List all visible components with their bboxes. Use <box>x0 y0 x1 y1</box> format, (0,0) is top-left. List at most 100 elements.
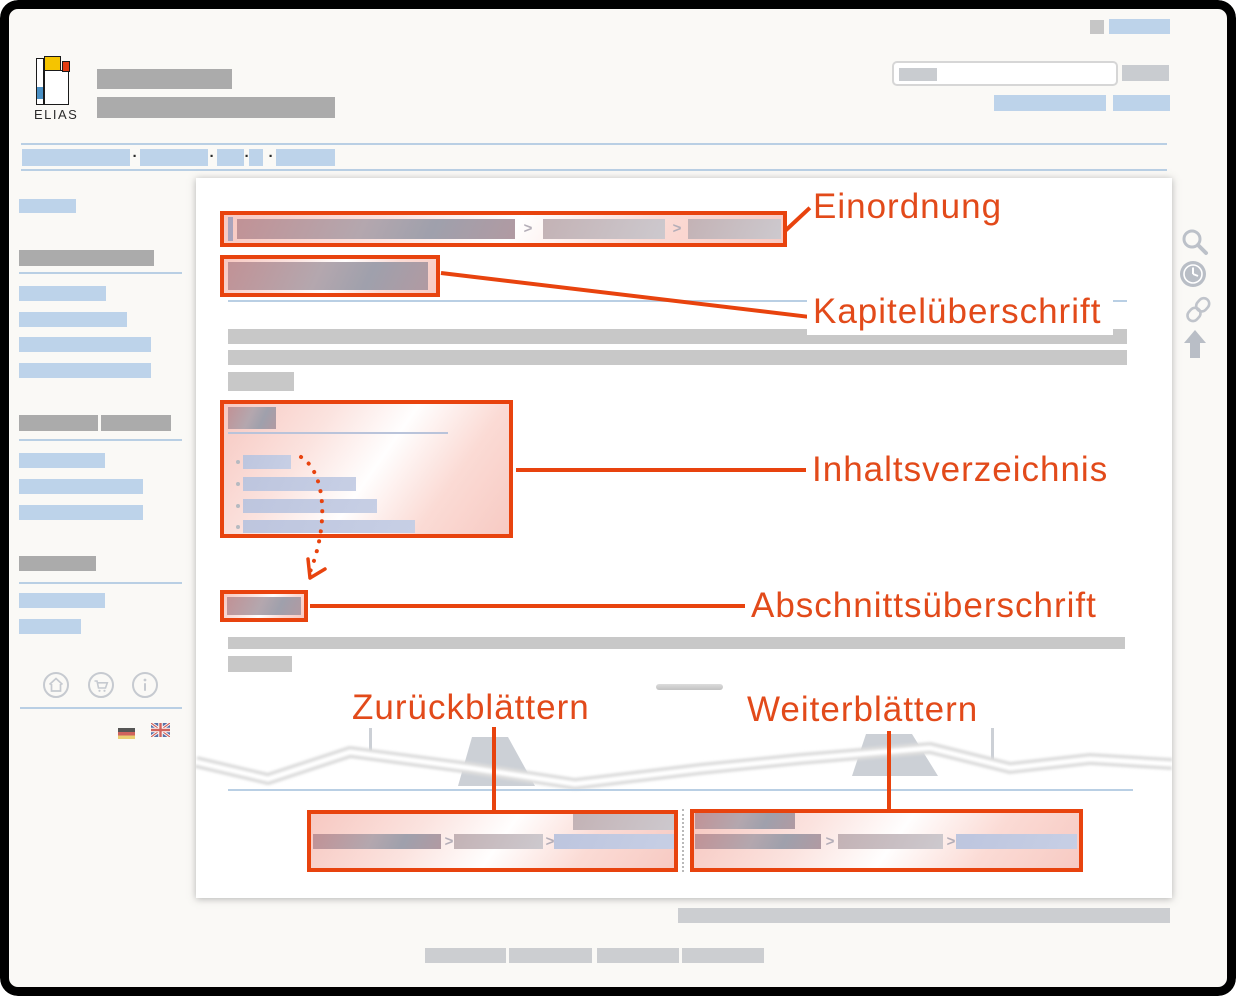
nav-item-placeholder-1[interactable] <box>22 149 130 166</box>
nav-item-placeholder-3[interactable] <box>217 149 244 166</box>
nav-bottom-rule <box>21 169 1167 171</box>
site-subtitle-placeholder <box>97 97 335 118</box>
section-heading-placeholder <box>227 597 301 615</box>
nav-item-placeholder-4[interactable] <box>249 149 263 166</box>
pager-back-item-placeholder-1[interactable] <box>313 834 441 849</box>
footer-link-placeholder-4[interactable] <box>682 948 764 963</box>
sidebar-footer-rule <box>20 707 182 709</box>
toc-bullet <box>236 525 240 529</box>
section-heading-box <box>220 590 308 622</box>
footer-link-placeholder-1[interactable] <box>425 948 506 963</box>
pager-back-item-placeholder-3[interactable] <box>554 834 674 849</box>
footer-bar-placeholder <box>678 908 1170 923</box>
toc-heading-placeholder <box>228 407 276 429</box>
nav-separator-dot: · <box>209 148 215 165</box>
sidebar-section3-heading-placeholder <box>19 556 96 571</box>
sidebar-link-placeholder[interactable] <box>19 593 105 608</box>
breadcrumb-item-placeholder-3[interactable] <box>688 219 781 239</box>
pager-forward-item-placeholder-3[interactable] <box>956 834 1077 849</box>
toc-item-placeholder-2[interactable] <box>243 477 356 491</box>
torn-page-edge <box>196 728 1172 790</box>
breadcrumb-item-placeholder-1[interactable] <box>237 219 515 239</box>
logo-blue-square <box>37 87 43 99</box>
logo-white-body <box>44 70 69 105</box>
sidebar-link-placeholder[interactable] <box>19 619 81 634</box>
search-input[interactable] <box>892 61 1118 86</box>
footer-link-placeholder-2[interactable] <box>509 948 592 963</box>
pager-top-rule <box>228 789 1133 791</box>
sidebar-section2-heading-placeholder <box>19 415 98 431</box>
logo-text: ELIAS <box>34 107 79 122</box>
pager-chevron: > <box>444 833 454 850</box>
link-icon[interactable] <box>1184 294 1212 326</box>
scroll-to-top-icon[interactable] <box>1183 330 1207 358</box>
header-link-placeholder-1[interactable] <box>994 95 1106 111</box>
nav-top-rule <box>21 143 1167 145</box>
breadcrumb-chevron: > <box>672 220 682 237</box>
sidebar-section1-heading-placeholder <box>19 250 154 266</box>
pager-back: > > <box>307 810 678 872</box>
sidebar-section1-rule <box>19 272 182 274</box>
annotation-weiterblaettern: Weiterblättern <box>747 690 979 729</box>
pager-forward-item-placeholder-2[interactable] <box>838 834 943 849</box>
pager-forward-item-placeholder-1[interactable] <box>695 834 821 849</box>
pager-forward: > > <box>690 809 1083 872</box>
breadcrumb-home-tick-placeholder[interactable] <box>228 217 233 241</box>
home-icon[interactable] <box>43 672 69 698</box>
toc-item-placeholder-4[interactable] <box>243 520 415 533</box>
nav-separator-dot: · <box>268 148 274 165</box>
header-link-placeholder-2[interactable] <box>1113 95 1170 111</box>
annotation-line-inhalt <box>516 468 808 472</box>
logo-yellow-square <box>44 56 61 71</box>
pager-chevron: > <box>545 833 555 850</box>
logo-red-square <box>62 61 70 72</box>
sidebar-section2-rule <box>19 439 182 441</box>
sidebar-section2-heading-placeholder-2 <box>101 415 171 431</box>
pager-divider <box>682 809 684 872</box>
sidebar-link-placeholder[interactable] <box>19 479 143 494</box>
search-button[interactable] <box>1122 65 1169 81</box>
breadcrumb-item-placeholder-2[interactable] <box>543 219 665 239</box>
toc-to-section-arrow <box>299 455 327 580</box>
sidebar-link-placeholder[interactable] <box>19 453 105 468</box>
chapter-heading-box <box>220 255 440 297</box>
annotation-kapitelueberschrift: Kapitelüberschrift <box>807 289 1114 335</box>
search-icon[interactable] <box>1181 228 1209 256</box>
pager-back-label-placeholder <box>573 814 674 830</box>
sidebar-link-placeholder[interactable] <box>19 337 151 352</box>
toc-bullet <box>236 504 240 508</box>
sidebar-link-placeholder[interactable] <box>19 286 106 301</box>
sidebar-back-link-placeholder[interactable] <box>19 199 76 213</box>
elias-logo[interactable]: ELIAS <box>34 56 79 122</box>
breadcrumb-chevron: > <box>523 220 533 237</box>
toc-rule <box>228 432 448 434</box>
sidebar-link-placeholder[interactable] <box>19 312 127 327</box>
nav-item-placeholder-2[interactable] <box>140 149 208 166</box>
annotation-line-zurueck <box>492 727 496 811</box>
table-of-contents <box>220 400 513 538</box>
toc-bullet <box>236 482 240 486</box>
pager-chevron: > <box>825 833 835 850</box>
paragraph-line-placeholder <box>228 372 294 391</box>
annotation-zurueckblaettern: Zurückblättern <box>352 688 590 727</box>
chapter-heading-placeholder <box>228 262 428 290</box>
toc-item-placeholder-1[interactable] <box>243 455 291 469</box>
cart-icon[interactable] <box>88 672 114 698</box>
sidebar-link-placeholder[interactable] <box>19 363 151 378</box>
paragraph-line-placeholder <box>228 637 1125 649</box>
info-icon[interactable] <box>132 672 158 698</box>
sidebar-section3-rule <box>19 582 182 584</box>
uk-flag-icon[interactable] <box>150 721 171 739</box>
german-flag-icon[interactable] <box>118 726 135 739</box>
sidebar-link-placeholder[interactable] <box>19 505 143 520</box>
header-top-link-placeholder[interactable] <box>1109 19 1170 34</box>
history-clock-icon[interactable] <box>1179 260 1207 288</box>
search-placeholder-text <box>899 68 937 81</box>
footer-link-placeholder-3[interactable] <box>597 948 679 963</box>
nav-item-placeholder-5[interactable] <box>276 149 335 166</box>
toc-item-placeholder-3[interactable] <box>243 499 377 513</box>
breadcrumb: > > <box>220 211 787 247</box>
pager-forward-label-placeholder <box>695 813 795 829</box>
pager-back-item-placeholder-2[interactable] <box>454 834 543 849</box>
